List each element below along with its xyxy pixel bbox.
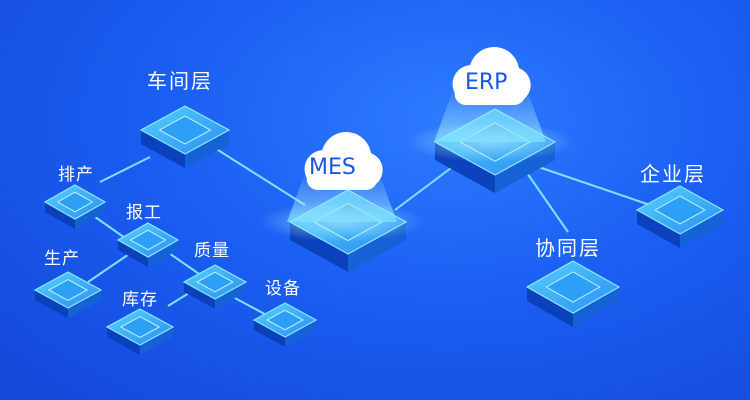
label-enterprise-layer: 企业层 [640,162,706,186]
erp-cloud [406,47,574,162]
label-inventory: 库存 [122,290,158,310]
equipment-tile [252,302,318,347]
connection-line [394,164,456,211]
mes-cloud [259,132,425,242]
label-quality: 质量 [194,241,230,261]
label-reporting: 报工 [126,203,162,223]
label-production: 生产 [44,249,80,269]
label-workshop-layer: 车间层 [147,69,213,93]
connection-line [209,144,306,206]
connection-line [99,156,151,183]
label-scheduling: 排产 [58,165,94,185]
reporting-tile [116,222,180,267]
production-tile [33,271,103,318]
label-erp: ERP [465,70,508,95]
workshop-tile [139,105,231,168]
collaboration-tile [525,260,621,327]
scheduling-tile [43,184,107,229]
label-mes: MES [309,155,356,180]
enterprise-tile [635,185,725,248]
inventory-tile [105,308,175,355]
clouds-layer [259,47,574,242]
connection-line [87,249,136,283]
label-equipment: 设备 [265,279,301,299]
quality-tile [182,264,248,309]
label-collaboration-layer: 协同层 [535,236,601,260]
